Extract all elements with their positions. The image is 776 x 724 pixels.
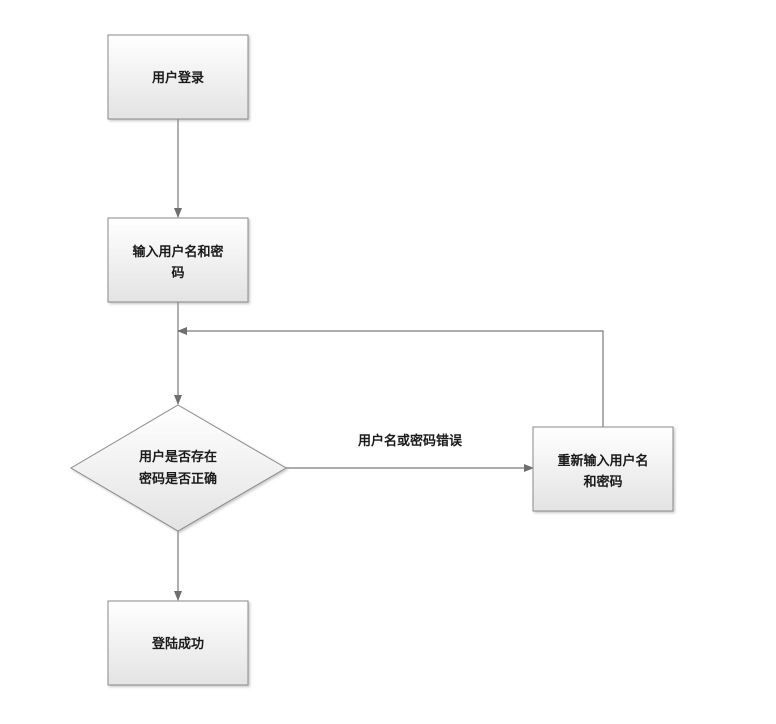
node-reinput-label-line2: 和密码 bbox=[583, 474, 622, 490]
edge-reinput-loop-back bbox=[177, 327, 604, 427]
node-check-decision-label-line2: 密码是否正确 bbox=[138, 471, 217, 487]
node-success-label: 登陆成功 bbox=[151, 636, 204, 652]
node-input-credentials-label-line1: 输入用户名和密 bbox=[132, 244, 223, 260]
node-check-decision-label-line1: 用户是否存在 bbox=[138, 449, 217, 465]
node-success-box bbox=[107, 600, 249, 686]
node-input-credentials-box bbox=[107, 217, 249, 303]
node-reinput-label-line1: 重新输入用户名 bbox=[557, 453, 648, 469]
node-input-credentials: 输入用户名和密 码 bbox=[107, 217, 249, 303]
node-check-decision: 用户是否存在 密码是否正确 bbox=[70, 404, 287, 532]
connectors bbox=[174, 119, 604, 601]
node-check-decision-diamond bbox=[70, 404, 287, 532]
node-login: 用户登录 bbox=[107, 34, 249, 120]
node-reinput: 重新输入用户名 和密码 bbox=[532, 426, 674, 512]
edge-error-label: 用户名或密码错误 bbox=[357, 433, 463, 449]
node-login-box bbox=[107, 34, 249, 120]
node-input-credentials-label-line2: 码 bbox=[171, 266, 184, 281]
node-reinput-box bbox=[532, 426, 674, 512]
node-success: 登陆成功 bbox=[107, 600, 249, 686]
node-login-label: 用户登录 bbox=[151, 70, 204, 86]
